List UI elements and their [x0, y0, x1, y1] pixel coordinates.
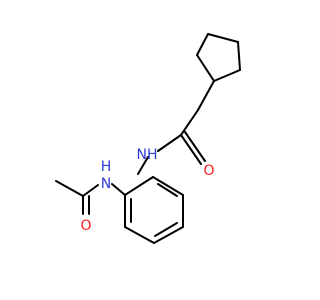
bond: [55, 180, 84, 197]
bond: [111, 183, 126, 196]
bond: [154, 222, 178, 237]
bond: [82, 184, 99, 197]
bond: [196, 54, 215, 82]
bond: [124, 176, 154, 196]
amide-oxygen-label: O: [203, 163, 214, 179]
bond: [207, 33, 239, 43]
bond: [124, 226, 155, 244]
amide-nh-label: NH: [137, 147, 158, 163]
bond: [197, 80, 215, 111]
bond: [152, 176, 184, 196]
acetamide-nitrogen-label: N: [101, 176, 111, 192]
bond: [153, 226, 184, 244]
acetamide-oxygen-label: O: [80, 218, 91, 234]
bond: [180, 109, 199, 136]
cyclopentyl-ring: [196, 33, 241, 82]
acetamide-group: [55, 180, 126, 215]
bond: [213, 69, 241, 82]
bond: [157, 183, 178, 197]
aryl-amide-link: [137, 156, 149, 175]
acetamide-h-label: H: [101, 159, 112, 175]
bond: [237, 41, 241, 71]
bond: [184, 131, 206, 162]
bond: [137, 156, 149, 175]
chemical-structure-diagram: NH O H N O: [55, 33, 241, 244]
bond: [180, 134, 202, 165]
bond: [196, 33, 209, 56]
propanoyl-chain: [157, 80, 215, 165]
benzene-ring: [124, 176, 184, 244]
bond: [157, 134, 182, 152]
